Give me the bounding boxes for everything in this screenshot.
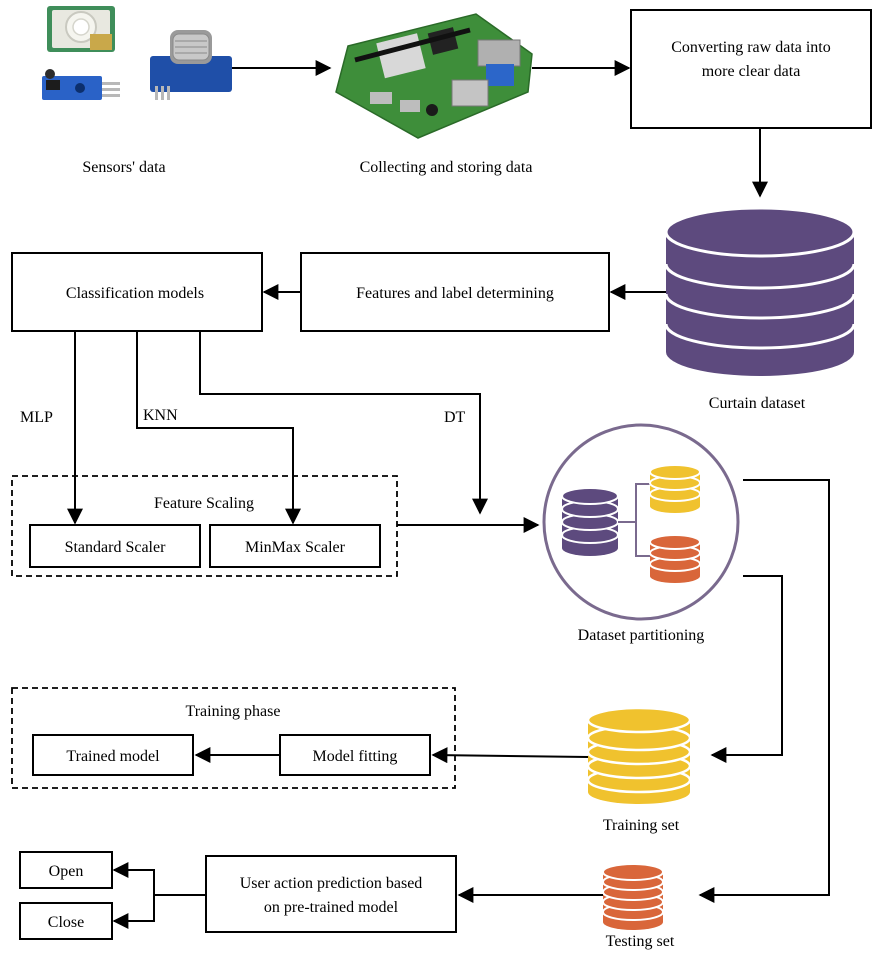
training-phase-label: Training phase: [186, 703, 281, 720]
prediction-box: [205, 855, 457, 933]
dataset-partitioning-label: Dataset partitioning: [578, 627, 705, 644]
mlp-label: MLP: [20, 409, 53, 426]
model-fitting-label: Model fitting: [313, 748, 398, 765]
partition-to-training-connector: [710, 575, 783, 763]
prediction-to-open-connector: [112, 862, 206, 896]
standard-scaler-label: Standard Scaler: [65, 539, 167, 556]
partition-to-testing-connector: [698, 479, 830, 903]
features-label: Features and label determining: [356, 285, 554, 302]
training-set-icon: [586, 706, 692, 804]
trained-model-label: Trained model: [66, 748, 160, 765]
training-set-label: Training set: [603, 817, 680, 834]
converting-label-line1: Converting raw data into: [671, 39, 831, 56]
knn-label: KNN: [143, 407, 178, 424]
curtain-dataset-icon: [664, 206, 856, 376]
features-box: [300, 252, 610, 332]
close-label: Close: [48, 914, 84, 931]
curtain-dataset-label: Curtain dataset: [709, 395, 806, 412]
dt-connector: [199, 331, 488, 515]
open-box: [19, 851, 113, 889]
prediction-label-line2: on pre-trained model: [264, 899, 399, 916]
prediction-label-line1: User action prediction based: [240, 875, 423, 892]
collecting-label: Collecting and storing data: [360, 159, 533, 176]
training-phase-group: [11, 687, 456, 789]
testing-set-label: Testing set: [606, 933, 675, 950]
standard-scaler-box: [29, 524, 201, 568]
converting-label-line2: more clear data: [702, 63, 801, 80]
dt-label: DT: [444, 409, 466, 426]
classification-label: Classification models: [66, 285, 204, 302]
prediction-to-close-connector: [112, 895, 155, 929]
sensor-modules-icon: [42, 6, 232, 100]
minmax-scaler-box: [209, 524, 381, 568]
dataset-partition-icon: [542, 423, 740, 621]
converting-box: [630, 9, 872, 129]
testing-set-icon: [602, 863, 664, 930]
raspberry-pi-board-icon: [335, 13, 533, 139]
minmax-scaler-label: MinMax Scaler: [245, 539, 346, 556]
open-label: Open: [49, 863, 84, 880]
close-box: [19, 902, 113, 940]
feature-scaling-label: Feature Scaling: [154, 495, 254, 512]
sensors-label: Sensors' data: [82, 159, 165, 176]
arrow-trainingset-to-fitting: [431, 747, 589, 764]
trained-model-box: [32, 734, 194, 776]
